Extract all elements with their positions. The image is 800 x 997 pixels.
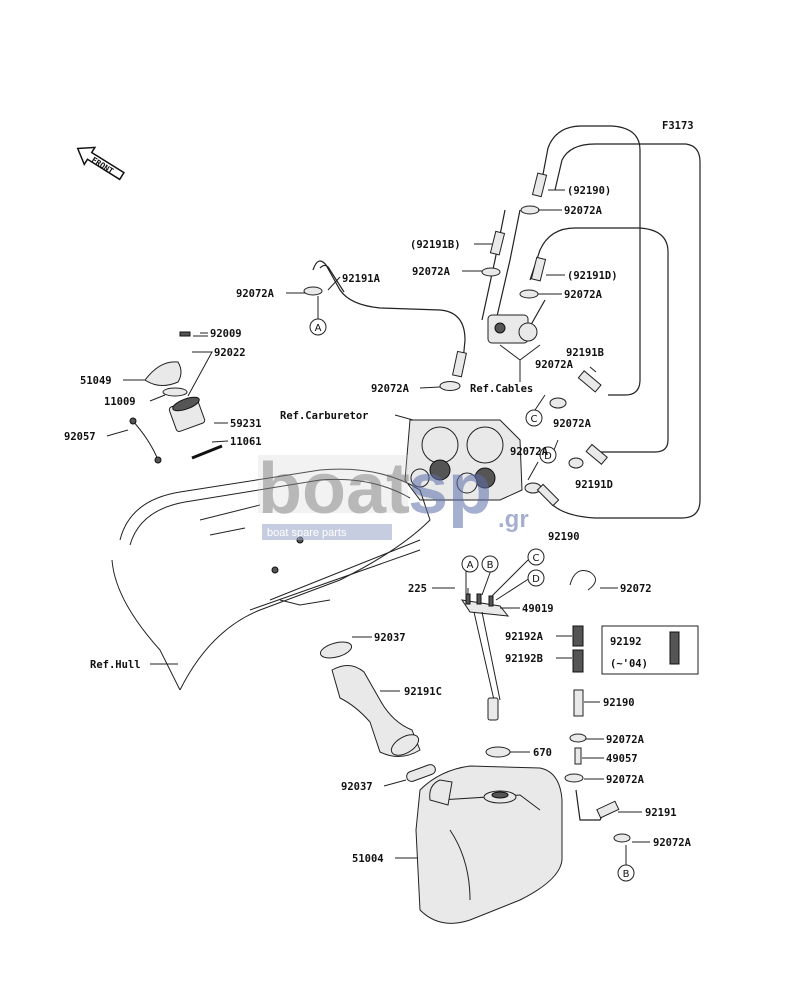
watermark-brand-right: sp	[408, 449, 492, 529]
label-92072: 92072	[620, 583, 652, 595]
svg-text:A: A	[315, 323, 322, 334]
label-92190-b: 92190	[603, 697, 635, 709]
fuel-tank	[415, 746, 563, 924]
label-04-box: (~'04)	[610, 658, 648, 670]
hose-segments-top	[481, 172, 548, 299]
fuel-pickup	[460, 559, 531, 721]
label-92072A-9: 92072A	[606, 734, 645, 746]
label-92072A-3: 92072A	[564, 289, 603, 301]
circle-ref-A-top: A	[309, 296, 327, 336]
svg-text:A: A	[467, 560, 474, 571]
svg-text:B: B	[623, 869, 630, 880]
label-51049: 51049	[80, 375, 112, 387]
label-92022: 92022	[214, 347, 246, 359]
label-92057: 92057	[64, 431, 96, 443]
right-small-parts	[524, 370, 608, 507]
legend-box-92192	[601, 625, 699, 675]
front-arrow-icon: FRONT	[76, 146, 125, 181]
hose-loops	[481, 125, 701, 519]
circle-ref-D-pickup: D	[527, 569, 545, 587]
label-92072A-8: 92072A	[510, 446, 549, 458]
filler-cap-parts	[129, 331, 223, 464]
label-670: 670	[533, 747, 552, 759]
label-ref-cables: Ref.Cables	[470, 383, 533, 395]
clamp-92072	[569, 570, 596, 591]
label-92190-top: (92190)	[567, 185, 611, 197]
hose-92191A	[303, 260, 467, 391]
hull-outline	[111, 468, 431, 691]
label-225: 225	[408, 583, 427, 595]
circle-ref-A-pickup: A	[461, 555, 479, 573]
circle-ref-C-right: C	[525, 409, 543, 427]
label-92192B: 92192B	[505, 653, 543, 665]
label-92191D-paren: (92191D)	[567, 270, 618, 282]
callout-labels: (92190) 92072A (92191B) 92072A (92191D) …	[64, 185, 692, 865]
label-92072A-10: 92072A	[606, 774, 645, 786]
label-92072A-1: 92072A	[564, 205, 603, 217]
carburetor	[394, 414, 523, 501]
watermark-tld: .gr	[498, 506, 529, 533]
label-92072A-4: 92072A	[236, 288, 275, 300]
circle-ref-C-pickup: C	[527, 548, 545, 566]
label-49057: 49057	[606, 753, 638, 765]
label-92191B-paren: (92191B)	[410, 239, 461, 251]
label-11061: 11061	[230, 436, 262, 448]
circle-ref-B-pickup: B	[481, 555, 499, 573]
label-92037-2: 92037	[341, 781, 373, 793]
label-92072A-5: 92072A	[371, 383, 410, 395]
label-92191: 92191	[645, 807, 677, 819]
label-92072A-11: 92072A	[653, 837, 692, 849]
svg-text:C: C	[533, 553, 540, 564]
label-92072A-6: 92072A	[535, 359, 574, 371]
label-92192A: 92192A	[505, 631, 544, 643]
label-92072A-7: 92072A	[553, 418, 592, 430]
label-92191C: 92191C	[404, 686, 442, 698]
label-59231: 59231	[230, 418, 262, 430]
watermark-tagline: boat spare parts	[267, 527, 347, 539]
label-51004: 51004	[352, 853, 384, 865]
watermark-logo: boat sp .gr boat spare parts	[258, 449, 529, 540]
label-92009: 92009	[210, 328, 242, 340]
pump-cables-part	[487, 314, 541, 382]
label-ref-hull: Ref.Hull	[90, 659, 141, 671]
label-92192-box: 92192	[610, 636, 642, 648]
label-92191B: 92191B	[566, 347, 604, 359]
figure-code: F3173	[662, 120, 694, 132]
filler-hose	[319, 641, 436, 782]
svg-text:D: D	[544, 451, 552, 462]
circle-ref-B-bottom: B	[617, 864, 635, 882]
label-49019: 49019	[522, 603, 554, 615]
hoses-92192	[564, 625, 631, 865]
label-ref-carburetor: Ref.Carburetor	[280, 410, 369, 422]
label-92072A-2: 92072A	[412, 266, 451, 278]
label-92190-a: 92190	[548, 531, 580, 543]
svg-text:B: B	[487, 560, 494, 571]
circle-ref-D-right: D	[539, 446, 557, 464]
label-92037-1: 92037	[374, 632, 406, 644]
watermark-brand-left: boat	[258, 449, 410, 529]
svg-text:D: D	[532, 574, 540, 585]
label-92191A: 92191A	[342, 273, 381, 285]
svg-text:C: C	[531, 414, 538, 425]
label-11009: 11009	[104, 396, 136, 408]
label-92191D: 92191D	[575, 479, 613, 491]
leader-lines	[106, 189, 650, 859]
